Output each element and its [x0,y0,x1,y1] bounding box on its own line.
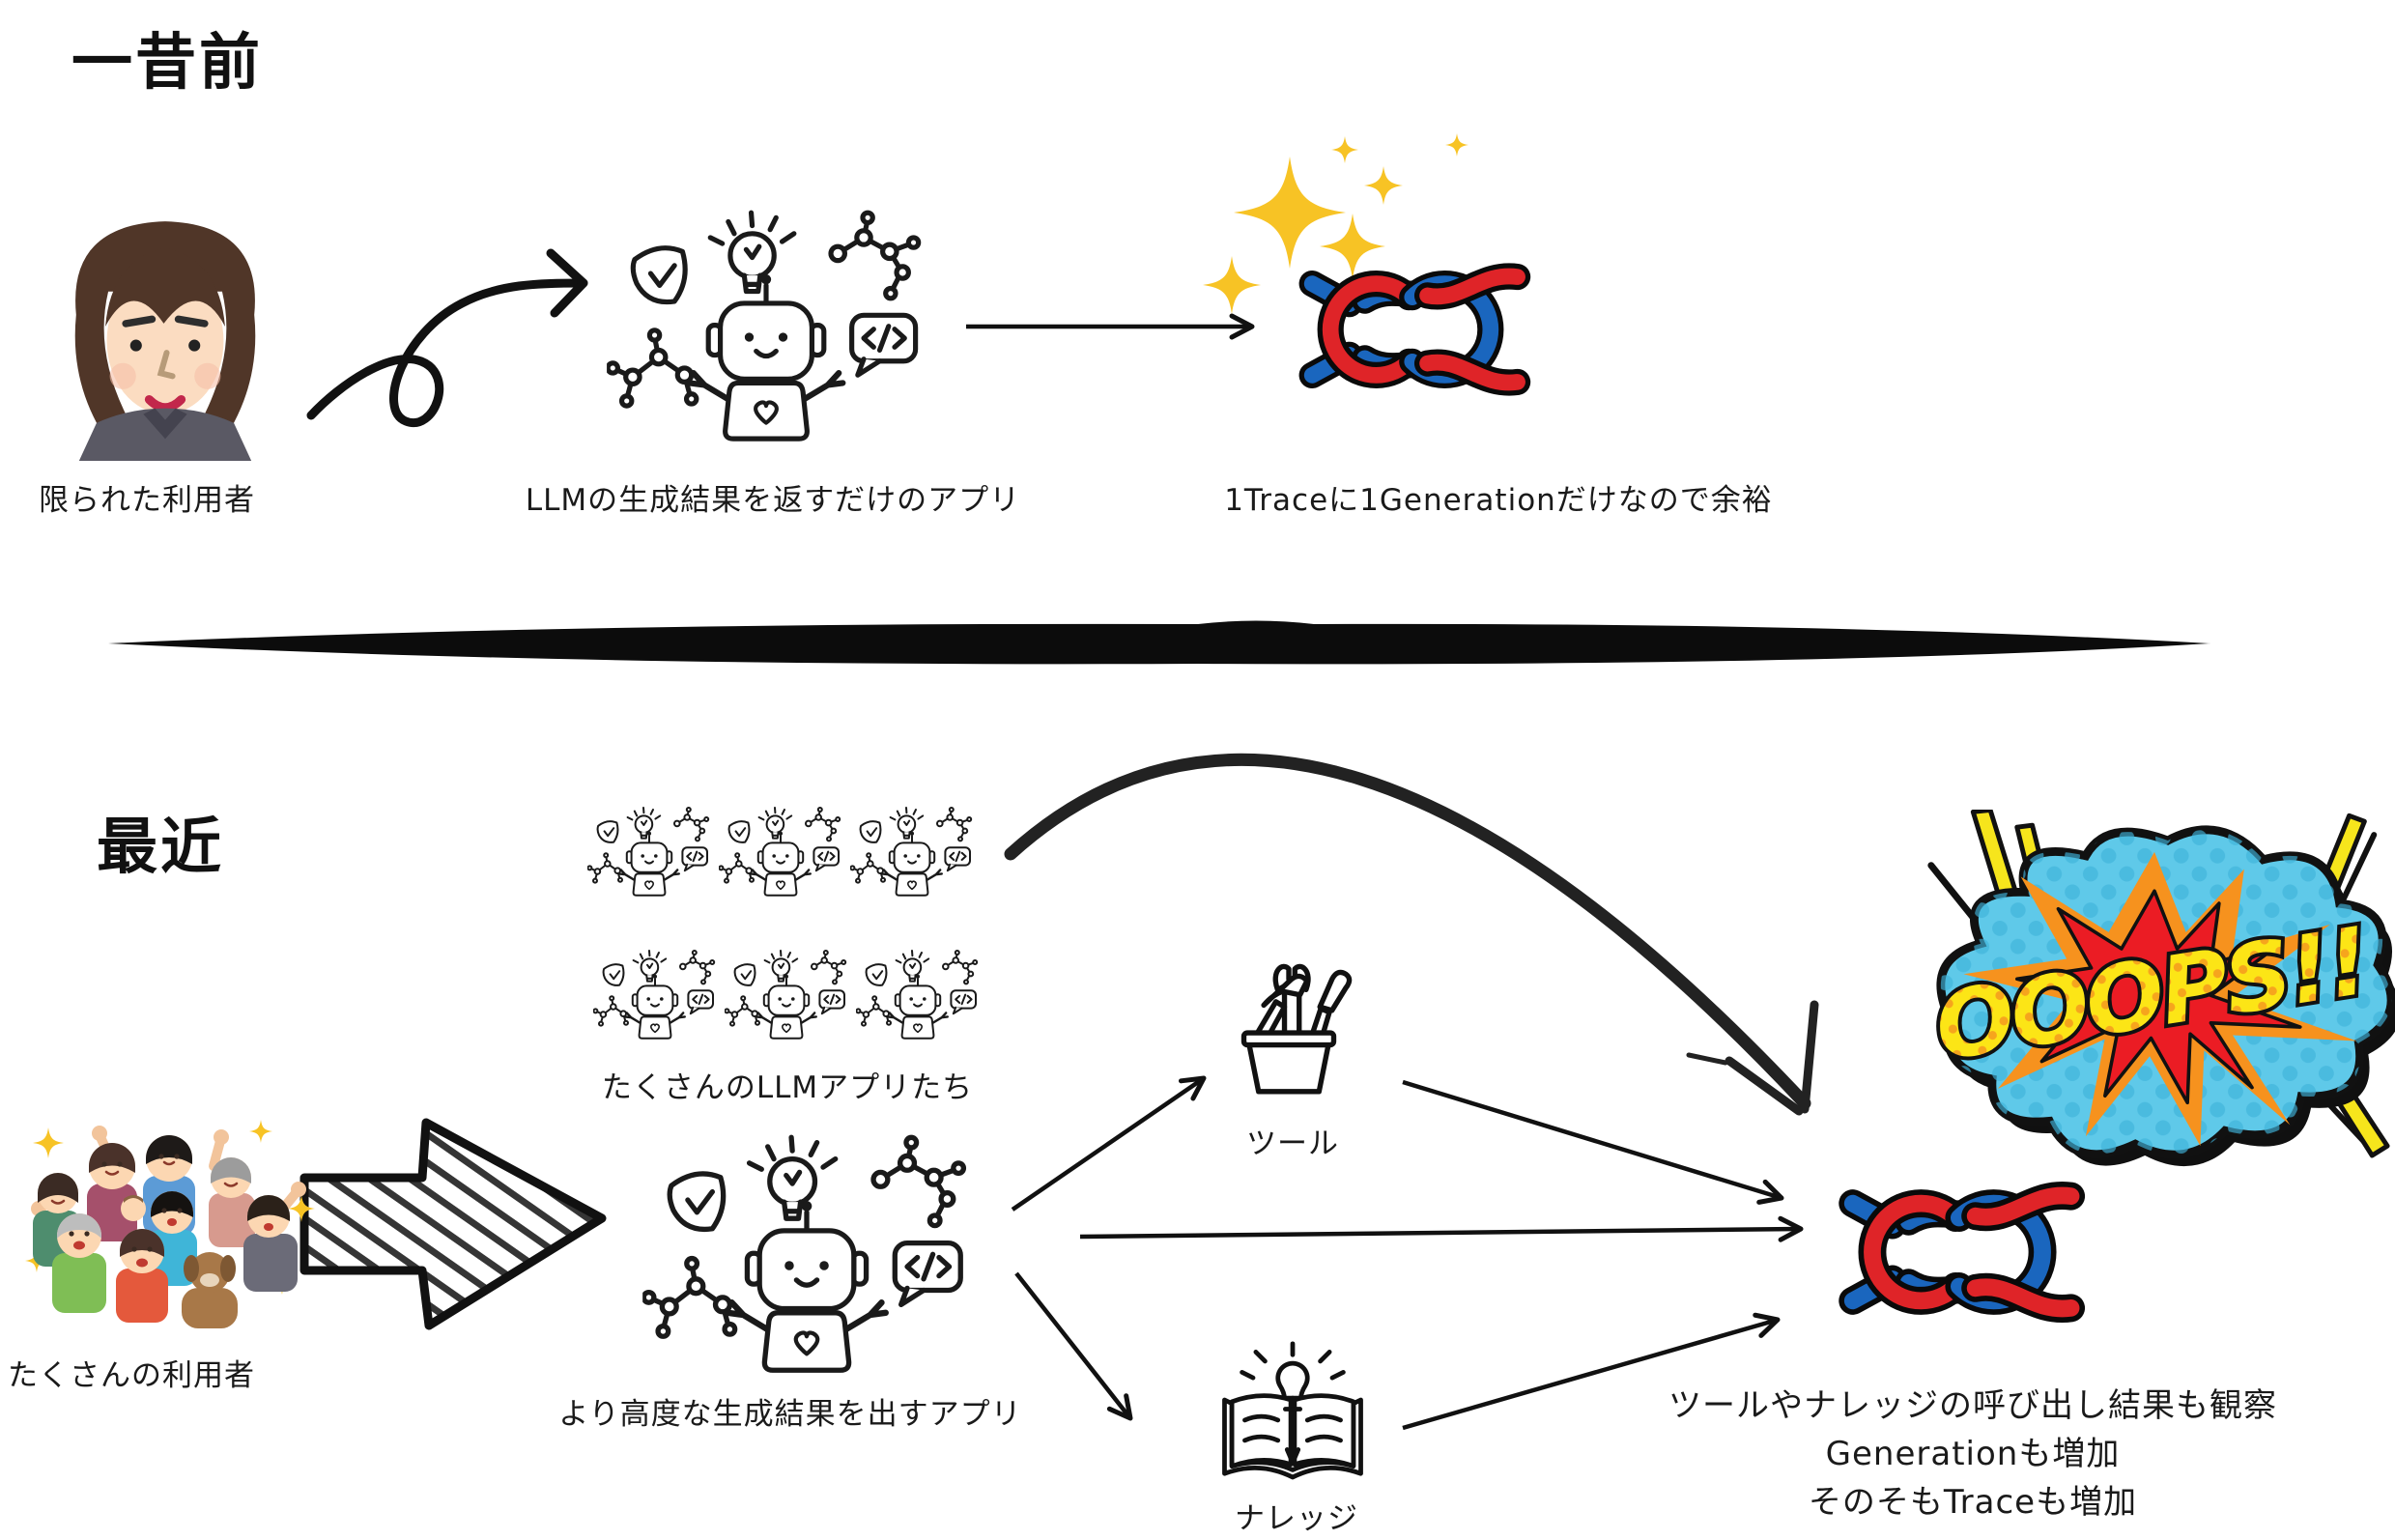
burst-star-red [2014,889,2302,1105]
advanced-robot-illustration [642,1132,971,1399]
toolbox-icon [1215,952,1362,1098]
llm-robot-illustration-past [607,208,926,467]
curved-brush-arrow [1004,753,1819,1116]
knowledge-label: ナレッジ [1235,1501,1358,1536]
ooops-burst: OOOPS!! [1925,810,2395,1167]
tool-label: ツール [1246,1126,1339,1161]
arrow-robot-to-book [1014,1271,1133,1421]
observation-note: ツールやナレッジの呼び出し結果も観察 Generationも増加 そのそもTra… [1668,1382,2277,1526]
limited-users-label: 限られた利用者 [39,483,255,518]
knowledge-book-icon [1210,1341,1376,1497]
observation-line-1: ツールやナレッジの呼び出し結果も観察 [1668,1386,2277,1425]
llm-apps-grid [587,806,979,1041]
knot-logo-past [1283,253,1538,406]
arrow-robot-to-toolbox [1011,1075,1207,1212]
crowd-illustration [25,1120,315,1328]
advanced-app-label: より高度な生成結果を出すアプリ [558,1397,1022,1432]
timeline-divider [108,620,2210,665]
observation-line-3: そのそもTraceも増加 [1808,1483,2138,1522]
many-apps-label: たくさんのLLMアプリたち [601,1070,974,1105]
observation-line-2: Generationも増加 [1825,1435,2121,1473]
simple-app-label: LLMの生成結果を返すだけのアプリ [525,483,1021,518]
block-arrow [299,1118,607,1330]
limited-user-illustration [74,221,256,461]
arrow-robot-to-knot-recent [1079,1215,1804,1242]
squiggle-arrow [306,248,588,428]
straight-arrows [966,313,1804,1431]
arrow-book-to-knot [1402,1312,1781,1431]
arrow-toolbox-to-knot [1402,1079,1784,1205]
one-trace-note: 1Traceに1Generationだけなので余裕 [1224,483,1773,518]
knot-logo-recent [1822,1171,2093,1333]
past-title: 一昔前 [71,27,263,98]
recent-title: 最近 [97,812,224,882]
many-users-label: たくさんの利用者 [8,1358,255,1393]
